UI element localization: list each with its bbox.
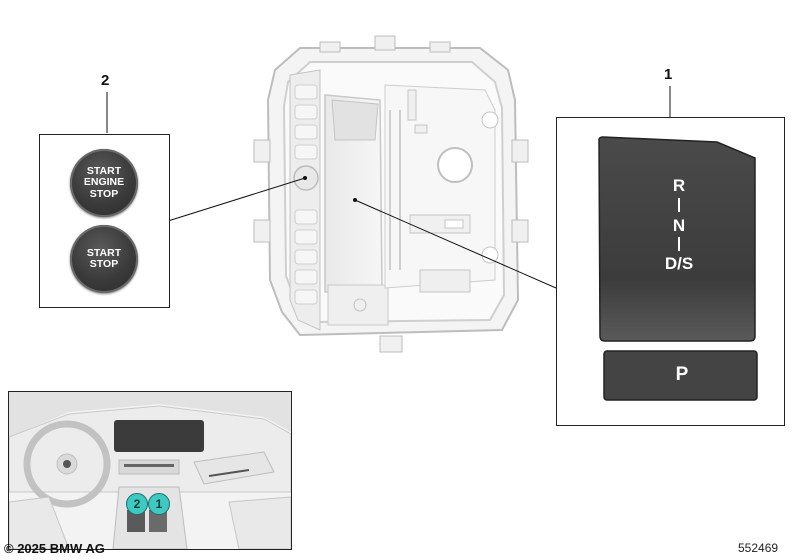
interior-overview-illustration (9, 392, 291, 549)
callout-number-2: 2 (101, 72, 110, 89)
callout-number-1: 1 (664, 66, 673, 83)
park-label: P (675, 364, 689, 385)
interior-overview-thumbnail: 2 1 (8, 391, 292, 550)
start-engine-stop-line-1: START (86, 164, 122, 177)
overview-badge-2-text: 2 (133, 497, 141, 511)
gear-selector-paddle (598, 136, 756, 342)
start-stop-line-1: START (86, 246, 122, 259)
detail-box-gear-selector: R N D/S P (556, 117, 785, 426)
leader-dot-2 (303, 176, 307, 180)
park-button (603, 350, 758, 401)
leader-line-2 (167, 177, 306, 222)
gear-n-label: N (672, 216, 686, 235)
leader-dot-1 (353, 198, 357, 202)
image-number: 552469 (738, 541, 779, 555)
start-engine-stop-line-3: STOP (89, 187, 119, 200)
gear-ds-label: D/S (664, 254, 694, 273)
gear-separator-2 (678, 237, 680, 251)
gear-r-label: R (672, 176, 686, 195)
gear-separator-1 (678, 198, 680, 212)
start-engine-stop-line-2: ENGINE (83, 176, 125, 189)
detail-box-start-stop-buttons: START ENGINE STOP START STOP (39, 134, 170, 308)
overview-badge-2: 2 (126, 493, 148, 515)
center-console-illustration (253, 35, 529, 353)
start-stop-button: START STOP (70, 225, 138, 293)
overview-badge-1: 1 (148, 493, 170, 515)
overview-badge-1-text: 1 (155, 497, 163, 511)
start-stop-line-2: STOP (89, 258, 119, 270)
leader-line-1 (354, 199, 557, 289)
copyright-text: © 2025 BMW AG (4, 541, 105, 556)
start-engine-stop-button: START ENGINE STOP (70, 149, 138, 217)
